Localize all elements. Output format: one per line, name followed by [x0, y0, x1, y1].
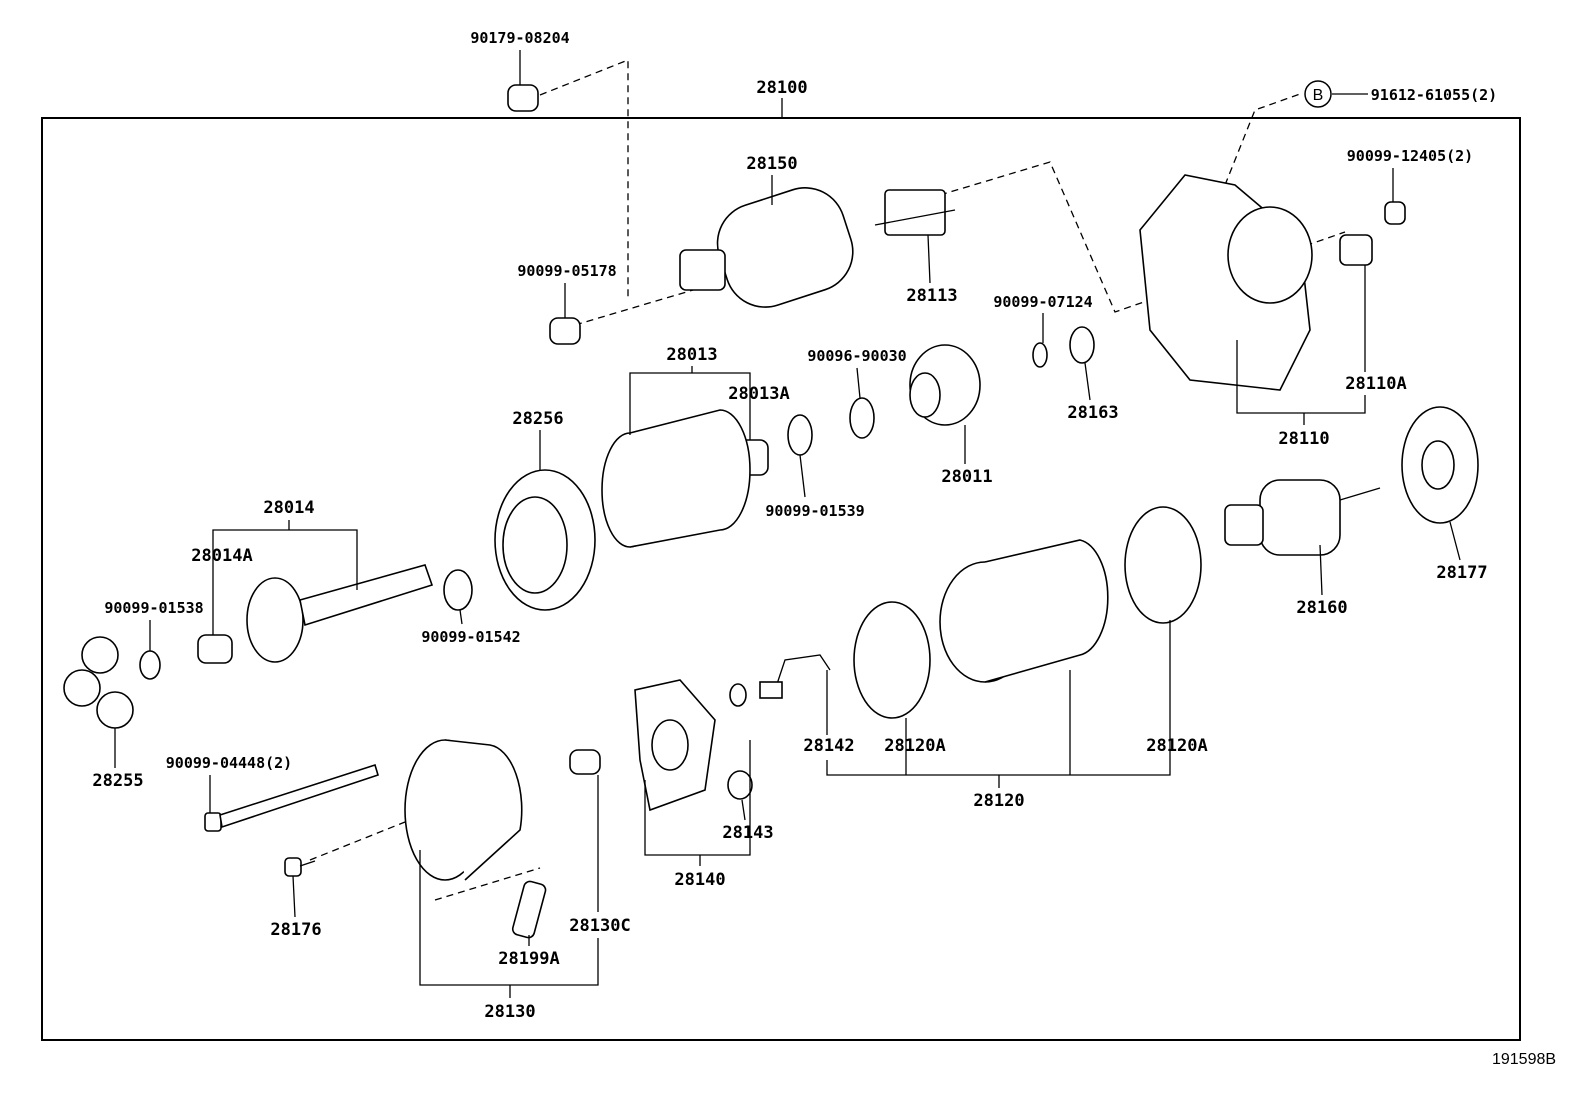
part-gears-28255 — [63, 636, 134, 729]
callout-b-letter: B — [1313, 87, 1324, 104]
label-28255: 28255 — [92, 771, 143, 791]
label-28143: 28143 — [722, 823, 773, 843]
leader-lines — [114, 50, 1461, 998]
part-washer-90099-01539 — [787, 414, 813, 456]
part-bushing-28110A — [1339, 234, 1373, 266]
part-brush-28142 — [759, 654, 831, 699]
part-snapring-90096 — [849, 397, 875, 439]
part-oring-28120A-right — [1124, 506, 1202, 624]
part-bearing-28163 — [1069, 326, 1095, 364]
label-28013: 28013 — [666, 345, 717, 365]
label-28150: 28150 — [746, 154, 797, 174]
part-terminal-ring — [729, 683, 747, 707]
label-28177: 28177 — [1436, 563, 1487, 583]
label-28176: 28176 — [270, 920, 321, 940]
part-bolt-90099-04448 — [204, 763, 379, 832]
label-28011: 28011 — [941, 467, 992, 487]
label-28163: 28163 — [1067, 403, 1118, 423]
label-91612-61055: 91612-61055(2) — [1371, 86, 1497, 104]
label-90099-07124: 90099-07124 — [993, 293, 1092, 311]
label-90099-01539: 90099-01539 — [765, 502, 864, 520]
part-ring-90099-07124 — [1032, 342, 1048, 368]
label-28130: 28130 — [484, 1002, 535, 1022]
label-90099-01538: 90099-01538 — [104, 599, 203, 617]
part-spring-28143 — [727, 770, 753, 800]
label-28160: 28160 — [1296, 598, 1347, 618]
callout-b-circle — [1304, 80, 1332, 108]
part-washer-90099-01538 — [139, 650, 161, 680]
label-28013A: 28013A — [728, 384, 789, 404]
label-28120A-left: 28120A — [884, 736, 945, 756]
label-28014: 28014 — [263, 498, 314, 518]
label-28199A: 28199A — [498, 949, 559, 969]
part-labels: 90179-08204 28100 91612-61055(2) 28150 9… — [92, 29, 1497, 1022]
label-90099-01542: 90099-01542 — [421, 628, 520, 646]
label-28130C: 28130C — [569, 916, 630, 936]
part-brush-holder-28140 — [634, 679, 716, 812]
part-yoke-28120 — [939, 539, 1109, 683]
part-screw-28176 — [284, 857, 316, 877]
label-28100: 28100 — [756, 78, 807, 98]
label-90099-04448: 90099-04448(2) — [166, 754, 292, 772]
label-28120: 28120 — [973, 791, 1024, 811]
diagram-reference-code: 191598B — [1492, 1051, 1556, 1068]
part-nut-90099-12405 — [1384, 201, 1406, 225]
part-internal-gear-28256 — [494, 469, 596, 611]
part-nut-90179 — [507, 84, 539, 112]
part-plate-28177 — [1401, 406, 1479, 524]
label-90179-08204: 90179-08204 — [470, 29, 569, 47]
label-28110: 28110 — [1278, 429, 1329, 449]
label-90096-90030: 90096-90030 — [807, 347, 906, 365]
part-shaft-28014 — [246, 564, 434, 663]
part-washer-90099-01542 — [443, 569, 473, 611]
assembly-frame — [41, 117, 1521, 1041]
label-28120A-right: 28120A — [1146, 736, 1207, 756]
label-28014A: 28014A — [191, 546, 252, 566]
part-nut-90099-05178 — [549, 317, 581, 345]
part-housing-28110 — [1139, 174, 1313, 391]
parts — [63, 84, 1479, 939]
part-terminal-28113 — [874, 189, 956, 236]
part-insulator-28199A — [511, 880, 547, 939]
part-end-frame-28130 — [404, 739, 523, 881]
part-bushing-28130C — [569, 749, 601, 775]
part-bushing-28014A — [197, 634, 233, 664]
label-28110A: 28110A — [1345, 374, 1406, 394]
part-cover-28013 — [601, 409, 751, 548]
label-90099-05178: 90099-05178 — [517, 262, 616, 280]
label-28256: 28256 — [512, 409, 563, 429]
part-oring-28120A-left — [853, 601, 931, 719]
label-28142: 28142 — [803, 736, 854, 756]
part-solenoid-28150 — [679, 187, 854, 308]
part-clutch-28011 — [909, 344, 981, 426]
label-90099-12405: 90099-12405(2) — [1347, 147, 1473, 165]
part-armature-28160 — [1224, 479, 1381, 556]
label-28140: 28140 — [674, 870, 725, 890]
label-28113: 28113 — [906, 286, 957, 306]
